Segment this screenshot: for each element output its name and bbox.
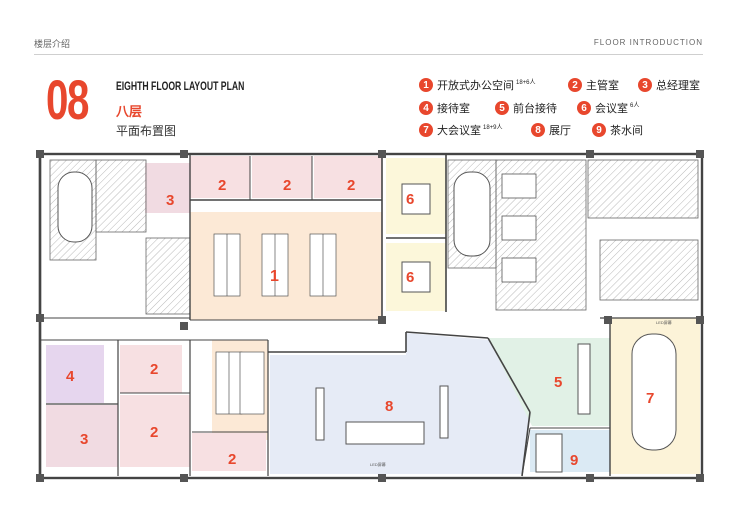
legend-label: 接待室 (437, 103, 470, 115)
room-label-meeting-room: 6 (406, 191, 414, 208)
meeting-table-2 (401, 261, 431, 293)
legend-note: 18+9人 (483, 124, 503, 131)
stair-left (57, 171, 93, 243)
legend-note: 6人 (630, 102, 640, 109)
zone-exhibition (270, 333, 530, 474)
section-label: 楼层介绍 (34, 39, 71, 49)
legend-item: 4 接待室 (419, 100, 470, 116)
large-meeting-table (631, 333, 677, 451)
zone-manager-b1 (120, 345, 182, 393)
legend-number-badge: 5 (495, 101, 509, 115)
zone-manager-top-2 (252, 156, 312, 198)
room-label-manager: 2 (283, 177, 291, 194)
floor-title-chinese: 八层 (116, 104, 143, 119)
service-core-left (95, 159, 147, 233)
legend-item: 9 茶水间 (592, 122, 643, 138)
legend-label: 展厅 (549, 125, 571, 137)
legend-note: 18+6人 (516, 79, 536, 86)
stair-right (453, 171, 491, 257)
floor-number: 08 (46, 68, 89, 131)
zone-gm-top (145, 163, 190, 213)
zone-gm-bottom (46, 405, 118, 467)
room-label-exhibition-hall: 8 (385, 398, 393, 415)
legend-number-badge: 1 (419, 78, 433, 92)
legend-number-badge: 3 (638, 78, 652, 92)
room-label-front-desk: 5 (554, 374, 562, 391)
room-label-manager: 2 (228, 451, 236, 468)
room-label-gm-office: 3 (166, 192, 174, 209)
room-label-tea-room: 9 (570, 452, 578, 469)
legend-item: 3 总经理室 (638, 77, 700, 93)
tea-counter (535, 433, 563, 473)
led-screen-label-bottom: LED屏幕 (370, 461, 386, 467)
legend-number-badge: 8 (531, 123, 545, 137)
zone-manager-b3 (192, 433, 266, 471)
legend-item: 8 展厅 (531, 122, 571, 138)
room-label-manager: 2 (150, 361, 158, 378)
structural-columns (36, 150, 704, 482)
legend-label: 前台接待 (513, 103, 557, 115)
toilets-right (599, 239, 699, 301)
header-divider (34, 54, 703, 55)
exhibition-displays (315, 385, 449, 445)
legend-label: 会议室 (595, 103, 628, 115)
zone-manager-top-3 (314, 156, 382, 198)
legend-label: 主管室 (586, 80, 619, 92)
legend-number-badge: 6 (577, 101, 591, 115)
legend-label: 开放式办公空间 (437, 80, 514, 92)
zone-reception-room (46, 345, 104, 403)
legend-item: 2 主管室 (568, 77, 619, 93)
zone-manager-top-1 (190, 156, 250, 198)
legend-item: 5 前台接待 (495, 100, 557, 116)
section-label-english: FLOOR INTRODUCTION (593, 38, 703, 47)
floor-subtitle: 平面布置图 (116, 124, 177, 138)
room-label-large-meeting: 7 (646, 390, 654, 407)
room-label-gm-office: 3 (80, 431, 88, 448)
legend-label: 总经理室 (656, 80, 700, 92)
meeting-table-1 (401, 183, 431, 215)
legend-number-badge: 9 (592, 123, 606, 137)
legend-label: 茶水间 (610, 125, 643, 137)
room-label-manager: 2 (347, 177, 355, 194)
service-core-right (587, 159, 699, 219)
front-desk (577, 343, 591, 415)
floor-title-english: EIGHTH FLOOR LAYOUT PLAN (116, 79, 245, 93)
legend-number-badge: 2 (568, 78, 582, 92)
room-label-manager: 2 (150, 424, 158, 441)
room-label-reception-room: 4 (66, 368, 75, 385)
legend-number-badge: 4 (419, 101, 433, 115)
open-office-desks (213, 233, 337, 415)
zone-manager-b2 (120, 395, 190, 467)
legend-label: 大会议室 (437, 125, 481, 137)
elevators (501, 173, 537, 283)
room-label-meeting-room: 6 (406, 269, 414, 286)
legend-number-badge: 7 (419, 123, 433, 137)
led-screen-label-top: LED屏幕 (656, 319, 672, 325)
service-core-left-2 (145, 237, 191, 315)
room-label-open-office: 1 (270, 268, 279, 285)
room-label-manager: 2 (218, 177, 226, 194)
